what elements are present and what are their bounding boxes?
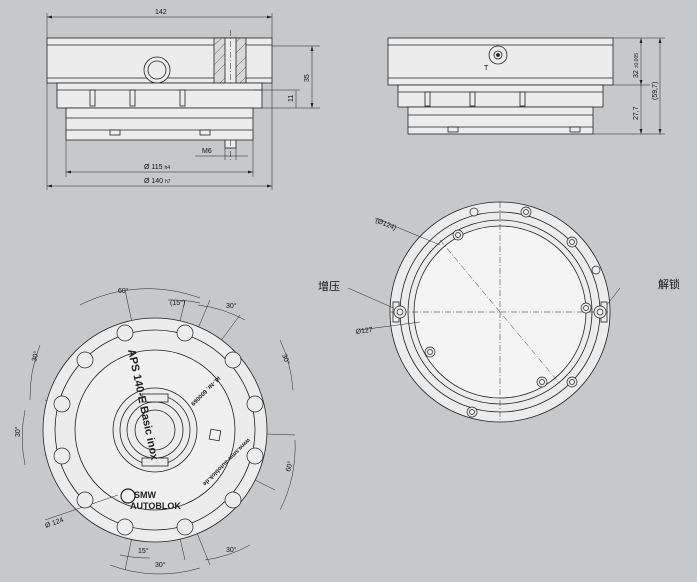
brand-smw: SMW	[134, 490, 157, 500]
bottom-view	[347, 201, 621, 423]
angle-30-bottom: 30°	[155, 561, 166, 569]
height-27-7-label: 27,7	[633, 106, 640, 120]
side-view	[387, 37, 665, 135]
angle-30-top-right: 30°	[226, 302, 237, 310]
total-height-label: (59,7)	[652, 82, 659, 100]
angle-30-bottom-right: 30°	[226, 546, 237, 554]
release-label: 解锁	[658, 277, 680, 291]
dia-115-label: Ø 115 h4	[144, 164, 170, 171]
smw-logo-icon	[120, 488, 136, 504]
height-11-label: 11	[288, 95, 295, 102]
top-view-bolts	[53, 324, 264, 536]
angle-30-right-upper: 30°	[280, 353, 291, 366]
ce-mark-icon	[208, 428, 222, 442]
bottom-view-bolts	[393, 206, 607, 418]
width-dim-label: 142	[155, 9, 167, 16]
top-dia-124-label: Ø 124	[44, 517, 64, 530]
height-32-label: 32 ±0.005	[633, 53, 640, 78]
clamp-label: 增压	[318, 279, 340, 293]
bottom-dia-127-label: Ø127	[355, 327, 373, 336]
angle-15-bottom: 15°	[138, 547, 149, 555]
angle-60-top: 60°	[118, 287, 129, 295]
angle-60-right: 60°	[284, 460, 295, 472]
thread-label: M6	[202, 148, 212, 155]
angle-30-left: 30°	[14, 426, 22, 437]
angle-30-left-upper: 30°	[30, 350, 41, 362]
top-view	[22, 288, 296, 575]
brand-autoblok: AUTOBLOK	[130, 501, 181, 511]
front-view	[46, 13, 320, 190]
port-t-label: T	[484, 65, 489, 72]
angle-15-top: (15°)	[170, 299, 185, 307]
bottom-dia-124-label: (Ø124)	[374, 217, 397, 232]
dia-140-label: Ø 140 h7	[144, 178, 171, 185]
height-35-label: 35	[304, 74, 311, 82]
